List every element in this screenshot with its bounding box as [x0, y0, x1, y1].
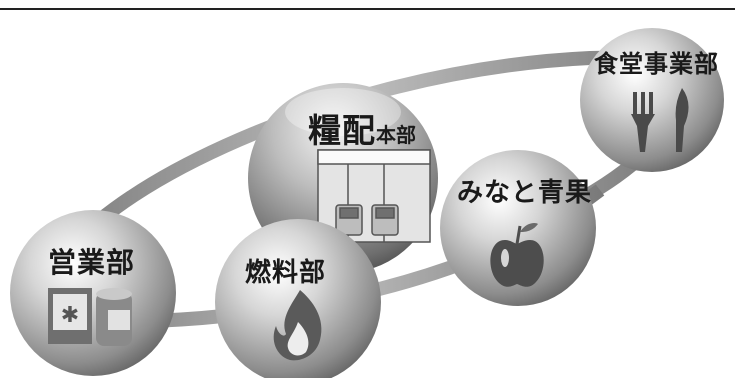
sales-sphere — [10, 210, 176, 376]
center-division-main: 糧配 — [308, 111, 376, 150]
warehouse-trucks-icon — [317, 149, 431, 243]
food-division-label: 食堂事業部 — [594, 50, 719, 78]
flame-icon — [273, 290, 322, 361]
svg-text:✱: ✱ — [61, 303, 79, 328]
sales-division-label: 営業部 — [48, 246, 136, 279]
center-division-label: 糧配本部 — [308, 104, 416, 152]
minato-division-label: みなと青果 — [457, 178, 593, 208]
minato-sphere — [440, 150, 596, 306]
canned-goods-icon: ✱ — [48, 288, 132, 346]
apple-icon — [490, 222, 544, 287]
fork-knife-icon — [631, 88, 689, 152]
center-division-suffix: 本部 — [376, 123, 416, 147]
fuel-division-label: 燃料部 — [245, 258, 327, 288]
